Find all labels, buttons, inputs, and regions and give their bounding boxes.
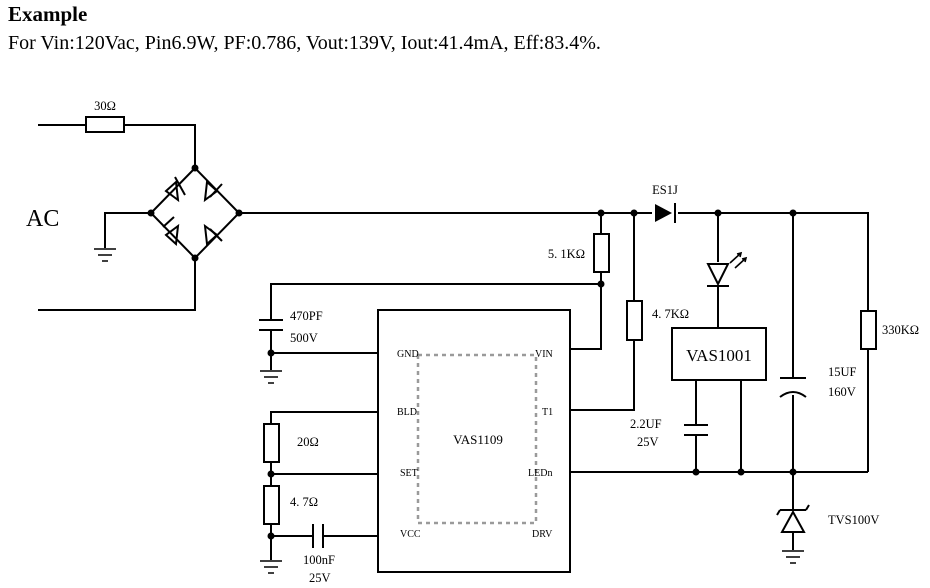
ac-input-bottom-wire — [38, 258, 196, 311]
cap-2u2-voltage: 25V — [637, 435, 659, 449]
pin-t1: T1 — [542, 407, 553, 418]
cap-15uf-voltage: 160V — [828, 385, 856, 399]
resistor-5k1 — [593, 233, 610, 273]
diode-es1j-label: ES1J — [652, 183, 678, 197]
resistor-5k1-label: 5. 1KΩ — [548, 247, 585, 261]
cap-100nf-voltage: 25V — [309, 571, 331, 585]
diode-es1j — [655, 203, 676, 223]
pin-ledn: LEDn — [528, 468, 552, 479]
cap-100nf-label: 100nF — [303, 553, 335, 567]
resistor-20-label: 20Ω — [297, 435, 319, 449]
cap-470pf-voltage: 500V — [290, 331, 318, 345]
wire-4k7 — [570, 213, 635, 411]
ic-vas1109-pad — [416, 353, 538, 525]
pin-vcc: VCC — [400, 529, 421, 540]
cap-2u2-label: 2.2UF — [630, 417, 662, 431]
tvs-label: TVS100V — [828, 513, 879, 527]
wire-bld-set — [270, 411, 378, 560]
pin-vin: VIN — [535, 349, 553, 360]
pin-set: SET — [400, 468, 418, 479]
ic-vas1001-label: VAS1001 — [686, 346, 752, 365]
pin-drv: DRV — [532, 529, 553, 540]
capacitor-2u2 — [684, 424, 708, 436]
bridge-diode-1 — [164, 176, 186, 203]
resistor-4r7 — [263, 485, 280, 525]
led — [706, 251, 748, 287]
resistor-4k7 — [626, 300, 643, 341]
bridge-rectifier — [149, 166, 241, 260]
bridge-diode-3 — [162, 216, 180, 247]
example-heading: Example — [8, 2, 88, 26]
resistor-30-ohm-label: 30Ω — [94, 99, 116, 113]
pin-gnd: GND — [397, 349, 419, 360]
capacitor-100nf — [312, 524, 324, 548]
bridge-diode-4 — [203, 223, 223, 247]
capacitor-15uf-curve — [779, 391, 807, 398]
ground-symbol-tvs — [782, 550, 804, 564]
ground-symbol-2 — [260, 560, 282, 574]
wire-vas1001-legs — [695, 380, 742, 472]
resistor-330k-label: 330KΩ — [882, 323, 919, 337]
cap-15uf-label: 15UF — [828, 365, 857, 379]
ic-vas1001 — [671, 327, 767, 381]
wire-gnd-pin — [270, 352, 378, 370]
bridge-ground — [94, 212, 151, 262]
spec-line: For Vin:120Vac, Pin6.9W, PF:0.786, Vout:… — [8, 32, 601, 54]
wire-470pf — [270, 283, 601, 353]
resistor-20-ohm — [263, 423, 280, 463]
wire-5k1 — [570, 213, 602, 350]
bridge-diode-2 — [203, 179, 223, 203]
ic-vas1109 — [377, 309, 571, 573]
capacitor-470pf — [259, 319, 283, 331]
resistor-4k7-label: 4. 7KΩ — [652, 307, 689, 321]
resistor-330k — [860, 310, 877, 350]
resistor-4r7-label: 4. 7Ω — [290, 495, 318, 509]
ic-vas1109-label: VAS1109 — [453, 432, 503, 447]
ac-input-top-wire — [38, 124, 196, 168]
ground-symbol-1 — [260, 370, 282, 384]
cap-470pf-label: 470PF — [290, 309, 323, 323]
resistor-30-ohm — [85, 116, 125, 133]
ac-label: AC — [26, 206, 59, 232]
pin-bld: BLD — [397, 407, 417, 418]
hv-rail — [239, 212, 869, 311]
tvs-diode — [776, 504, 810, 533]
